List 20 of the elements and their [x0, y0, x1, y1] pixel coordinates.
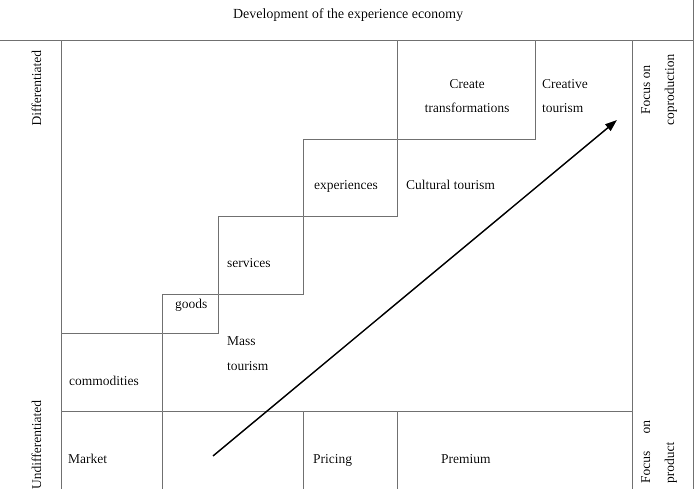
stage-label: experiences: [314, 177, 378, 193]
stage-box: [162, 294, 219, 334]
focus-label: Focus on product: [637, 420, 678, 483]
tourism-label: Cultural tourism: [406, 177, 495, 193]
row-label: Premium: [441, 451, 490, 467]
focus-label: Focus on coproduction: [637, 52, 678, 126]
axis-label: Undifferentiated: [29, 400, 45, 489]
tourism-label: Creative tourism: [542, 75, 589, 117]
stage-label: goods: [175, 296, 208, 312]
stage-box: [218, 216, 304, 295]
stage-label: commodities: [69, 373, 139, 389]
diagram-title: Development of the experience economy: [232, 7, 464, 23]
stage-label: services: [227, 255, 270, 271]
stage-label: Create transformations: [424, 75, 510, 117]
stage-box: [397, 40, 536, 140]
row-label: Pricing: [313, 451, 352, 467]
stage-box: [303, 139, 398, 217]
row-label: Market: [68, 451, 107, 467]
axis-label: Differentiated: [29, 50, 45, 126]
tourism-label: Mass tourism: [227, 332, 270, 375]
